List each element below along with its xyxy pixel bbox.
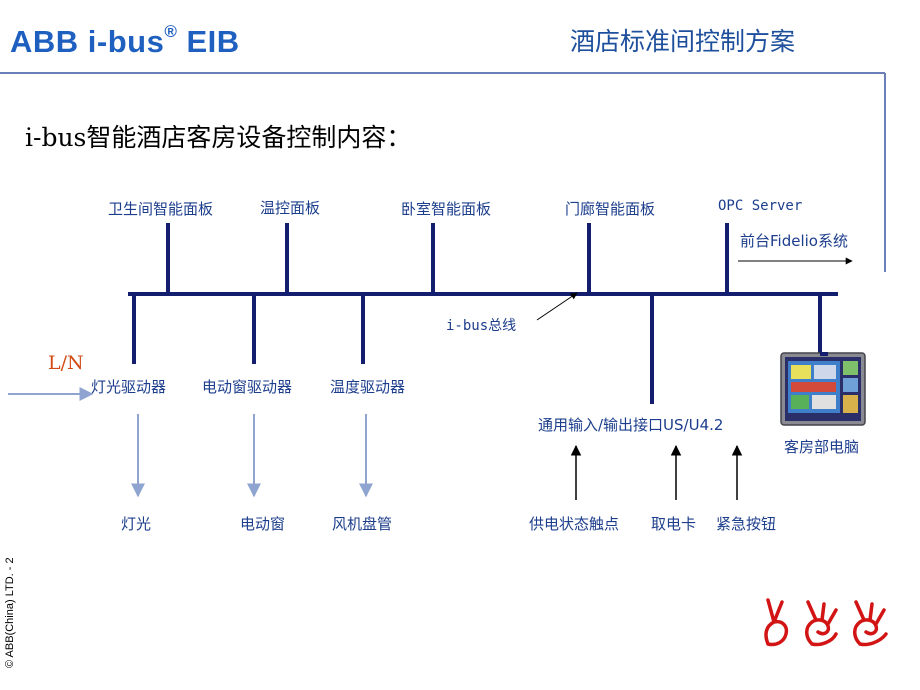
brand-logo: ABB i-bus® EIB bbox=[10, 22, 240, 60]
label-power-ln: L/N bbox=[48, 352, 84, 374]
label-bathroom-panel: 卫生间智能面板 bbox=[108, 200, 214, 218]
brand-suffix: EIB bbox=[177, 24, 240, 59]
label-io-interface: 通用输入/输出接口US/U4.2 bbox=[538, 416, 724, 434]
slide-title: 酒店标准间控制方案 bbox=[570, 27, 796, 56]
main-heading: i-bus智能酒店客房设备控制内容： bbox=[25, 123, 412, 152]
copyright-notice: © ABB(China) LTD. - 2 bbox=[4, 557, 16, 668]
label-window-actuator: 电动窗驱动器 bbox=[202, 378, 293, 396]
computer-icon bbox=[780, 352, 866, 426]
label-temp-actuator: 温度驱动器 bbox=[330, 378, 406, 396]
label-front-desk: 前台Fidelio系统 bbox=[740, 232, 848, 250]
label-light: 灯光 bbox=[121, 515, 152, 533]
bus-label-pointer bbox=[536, 292, 578, 321]
label-thermo-panel: 温控面板 bbox=[260, 199, 321, 217]
label-window: 电动窗 bbox=[240, 515, 286, 533]
label-power-contact: 供电状态触点 bbox=[529, 515, 620, 533]
hand-gestures-icon bbox=[764, 598, 888, 647]
brand-text: ABB i-bus bbox=[10, 24, 165, 59]
label-fancoil: 风机盘管 bbox=[332, 515, 393, 533]
label-emergency-button: 紧急按钮 bbox=[716, 515, 777, 533]
label-corridor-panel: 门廊智能面板 bbox=[565, 200, 656, 218]
label-bedroom-panel: 卧室智能面板 bbox=[401, 200, 492, 218]
label-keycard: 取电卡 bbox=[651, 515, 697, 533]
label-opc-server: OPC Server bbox=[718, 198, 803, 214]
label-light-actuator: 灯光驱动器 bbox=[91, 378, 167, 396]
label-room-pc: 客房部电脑 bbox=[784, 438, 860, 456]
label-bus: i-bus总线 bbox=[446, 318, 517, 334]
brand-registered-mark: ® bbox=[164, 22, 178, 41]
